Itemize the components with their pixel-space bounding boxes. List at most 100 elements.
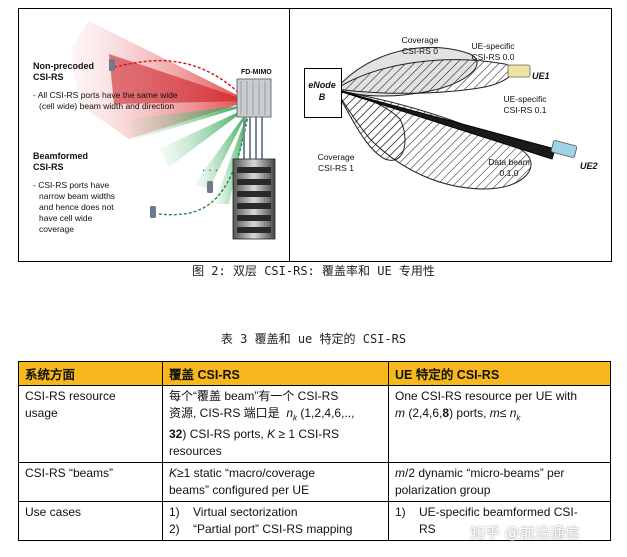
enodeb-box <box>304 68 342 118</box>
cell-text: polarization group <box>395 483 491 498</box>
list-text: RS <box>419 522 436 537</box>
figure-two-tier-csi-rs: . . . Non-pre <box>18 8 612 262</box>
cell-text: m (2,4,6,8) ports, m≤ nk <box>395 406 521 423</box>
ue2-label: UE2 <box>580 161 598 171</box>
cell-text-part: ≥ 1 CSI-RS <box>278 427 340 442</box>
cell-aspect: CSI-RS “beams” <box>18 462 163 503</box>
table-row: CSI-RS “beams” K≥1 static “macro/coverag… <box>18 462 611 503</box>
beamformed-desc-3: and hence does not <box>39 202 114 212</box>
cell-text-part: ≤ <box>499 406 507 420</box>
coverage1-label-1: Coverage <box>317 152 355 162</box>
list-item: 1) Virtual sectorization <box>169 504 382 521</box>
beamformed-desc-1: - CSI-RS ports have <box>33 180 110 190</box>
right-panel-beams: eNode B Coverage CSI-RS 0 UE-specific CS… <box>290 9 611 261</box>
watermark: 知乎 @前沿通信 <box>470 522 580 543</box>
fd-mimo-label: FD-MIMO <box>241 69 272 76</box>
list-text: UE-specific beamformed CSI- <box>419 505 578 520</box>
cell-coverage: K≥1 static “macro/coverage beams” config… <box>162 462 389 503</box>
cell-coverage: 每个“覆盖 beam”有一个 CSI-RS 资源, CIS-RS 端口是 nk … <box>162 384 389 464</box>
table-title: 表 3 覆盖和 ue 特定的 CSI-RS <box>220 332 407 346</box>
ue-specific-beam-00 <box>334 59 514 94</box>
list-text: Virtual sectorization <box>193 505 298 520</box>
table-row: CSI-RS resource usage 每个“覆盖 beam”有一个 CSI… <box>18 384 611 464</box>
enodeb-label-1: eNode <box>308 80 336 90</box>
phone-icon <box>109 59 115 71</box>
cell-text: One CSI-RS resource per UE with <box>395 389 578 403</box>
nonprecoded-title-2: CSI-RS <box>33 72 64 82</box>
cell-text-part: (1,2,4,6,.., <box>300 406 355 420</box>
cell-text-part: 资源, CIS-RS 端口是 <box>169 406 280 420</box>
cell-ue-specific: m/2 dynamic “micro-beams” per polarizati… <box>388 462 611 503</box>
table-row: Use cases 1) Virtual sectorization 2) “Par… <box>18 501 611 542</box>
ellipsis-dots: . . . <box>202 163 218 174</box>
ue-specific00-label-1: UE-specific <box>471 41 515 51</box>
cell-text-part: ) ports, <box>449 406 487 420</box>
ue1-label: UE1 <box>532 71 550 81</box>
narrow-beam-3 <box>194 109 249 189</box>
list-text: “Partial port” CSI-RS mapping <box>193 522 353 537</box>
ue-specific01-label-2: CSI-RS 0.1 <box>503 105 547 115</box>
cell-text: beams” configured per UE <box>169 483 310 498</box>
dashed-link-green <box>158 108 250 216</box>
ue-specific01-label-1: UE-specific <box>503 94 547 104</box>
panel-divider <box>289 9 290 261</box>
list-item: RS <box>395 521 604 538</box>
narrow-beam-2 <box>159 107 249 167</box>
nonprecoded-desc-1: - All CSI-RS ports have the same wide <box>33 90 178 100</box>
ue-specific-use-cases: 1) UE-specific beamformed CSI- RS <box>395 504 604 538</box>
ue2-phone-icon <box>550 140 578 158</box>
phone-icon <box>207 181 213 193</box>
ue1-phone-icon <box>507 64 531 78</box>
cell-text: usage <box>25 406 58 420</box>
phone-icon <box>150 206 156 218</box>
data-beam-label-2: 0.1.0 <box>499 168 519 178</box>
data-beam <box>335 89 556 160</box>
table-header-row: 系统方面 覆盖 CSI-RS UE 特定的 CSI-RS <box>18 361 611 386</box>
data-beam-label-1: Data beam <box>488 157 530 167</box>
cell-text: 32) CSI-RS ports, K ≥ 1 CSI-RS <box>169 427 340 442</box>
cell-coverage: 1) Virtual sectorization 2) “Partial port”… <box>162 501 389 542</box>
beamformed-title-2: CSI-RS <box>33 162 64 172</box>
left-panel-fd-mimo: . . . Non-pre <box>19 9 289 261</box>
enodeb-label-2: B <box>318 92 326 102</box>
cell-text: m/2 dynamic “micro-beams” per <box>395 466 565 481</box>
cell-text: CSI-RS resource <box>25 389 116 403</box>
header-coverage-csi-rs: 覆盖 CSI-RS <box>162 361 389 386</box>
cell-aspect: Use cases <box>18 501 163 542</box>
list-item: 2) “Partial port” CSI-RS mapping <box>169 521 382 538</box>
watermark-text: 知乎 @前沿通信 <box>470 524 580 542</box>
cell-ue-specific: 1) UE-specific beamformed CSI- RS <box>388 501 611 542</box>
ue-specific-beam-01 <box>334 90 532 190</box>
coverage0-label-1: Coverage <box>401 35 439 45</box>
fd-mimo-illustration: . . . <box>71 21 276 240</box>
wide-beam-inner <box>109 54 249 104</box>
list-item: 1) UE-specific beamformed CSI- <box>395 504 604 521</box>
cell-aspect: CSI-RS resource usage <box>18 384 163 464</box>
cell-text: 资源, CIS-RS 端口是 nk (1,2,4,6,.., <box>169 406 355 423</box>
antenna-panel-icon <box>236 78 272 118</box>
beam-diagram <box>334 46 578 190</box>
beamformed-desc-5: coverage <box>39 224 74 234</box>
beamformed-title: Beamformed <box>33 151 89 161</box>
cell-ue-specific: One CSI-RS resource per UE with m (2,4,6… <box>388 384 611 464</box>
cell-text-bold: 32 <box>169 427 183 442</box>
coverage0-label-2: CSI-RS 0 <box>402 46 438 56</box>
cell-text-part: (2,4,6, <box>408 406 443 420</box>
coverage1-label-2: CSI-RS 1 <box>318 163 354 173</box>
list-number: 1) <box>169 505 180 520</box>
beamformed-desc-4: have cell wide <box>39 213 93 223</box>
nonprecoded-desc-2: (cell wide) beam width and direction <box>39 101 175 111</box>
cell-text: 每个“覆盖 beam”有一个 CSI-RS <box>169 389 339 403</box>
ue-specific00-label-2: CSI-RS 0.0 <box>471 52 515 62</box>
coverage-use-cases: 1) Virtual sectorization 2) “Partial port”… <box>169 504 382 538</box>
beamformed-desc-2: narrow beam widths <box>39 191 116 201</box>
figure-caption: 图 2: 双层 CSI-RS: 覆盖率和 UE 专用性 <box>192 264 435 278</box>
cell-text-bold: 8 <box>442 406 450 420</box>
list-number: 1) <box>395 505 406 520</box>
cell-text: K≥1 static “macro/coverage <box>169 466 315 481</box>
list-number: 2) <box>169 522 180 537</box>
cell-text: resources <box>169 444 222 459</box>
cell-text-part: /2 dynamic “micro-beams” per <box>405 466 565 481</box>
narrow-beam-4 <box>214 109 249 204</box>
narrow-beam-1 <box>129 105 249 139</box>
